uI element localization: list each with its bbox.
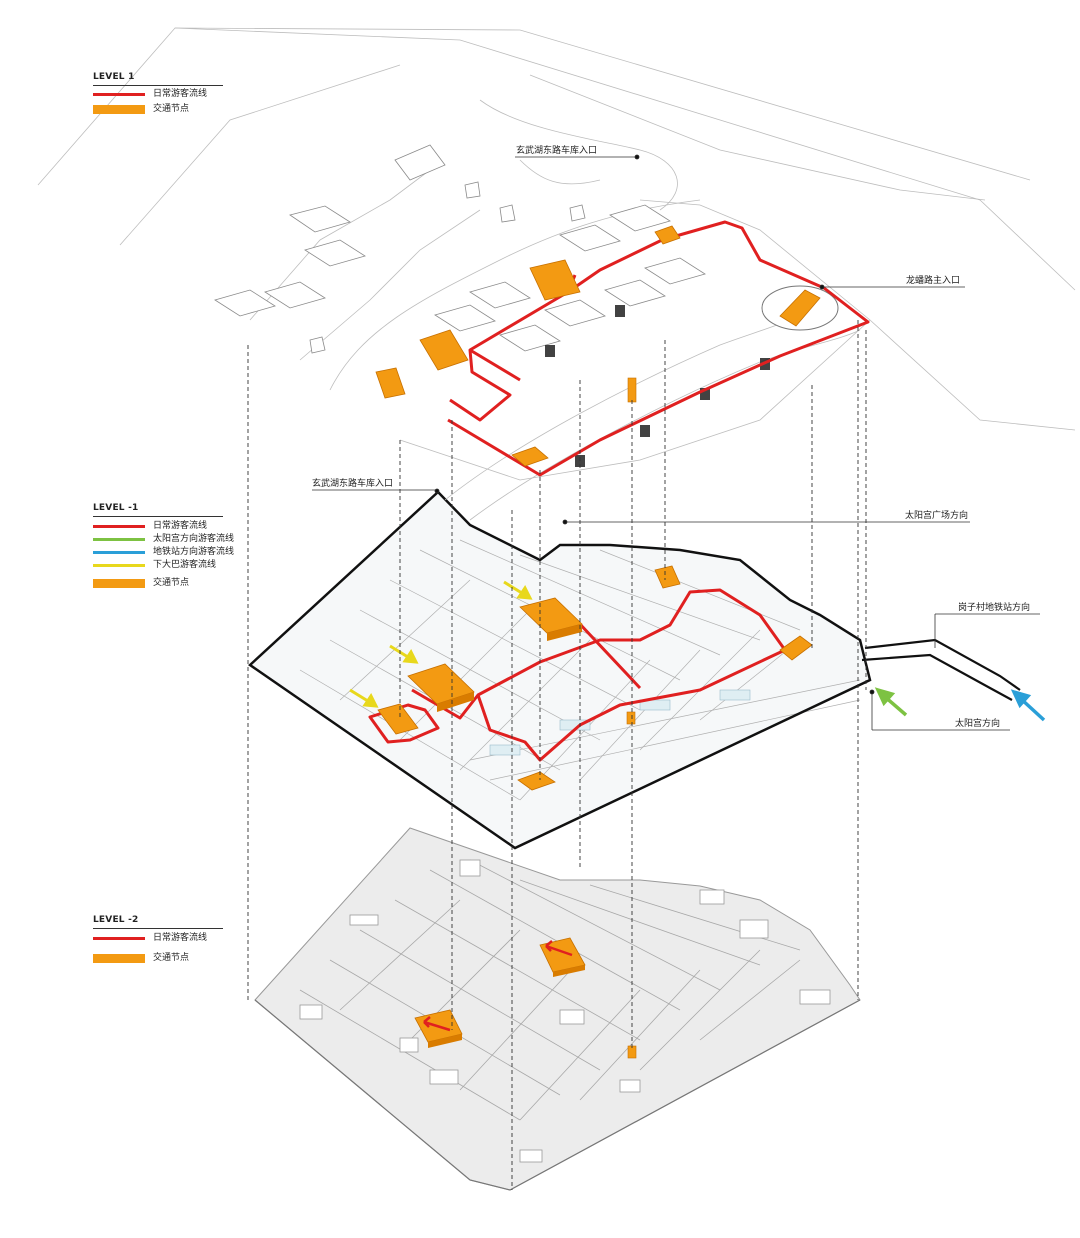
legend-label: 日常游客流线: [153, 521, 208, 531]
annotation-sun-palace-square-direction: 太阳宫广场方向: [905, 511, 969, 521]
legend-swatch-orange-box: [93, 954, 145, 963]
annotation-xuanwu-garage-entrance-b1: 玄武湖东路车库入口: [312, 479, 394, 489]
level-alignment-dashed-lines: [247, 320, 867, 1190]
legend-level-minus1: LEVEL -1 日常游客流线 太阳宫方向游客流线 地铁站方向游客流线 下大巴游…: [93, 503, 243, 593]
legend-swatch-yellow-line: [93, 564, 145, 567]
level-minus2-daily-route-arrows: [423, 940, 573, 1032]
legend-level-minus2-title: LEVEL -2: [93, 915, 139, 925]
legend-label: 交通节点: [153, 953, 190, 963]
legend-swatch-green-line: [93, 538, 145, 541]
legend-level-minus1-title: LEVEL -1: [93, 503, 139, 513]
legend-label: 日常游客流线: [153, 933, 208, 943]
legend-level-minus2: LEVEL -2 日常游客流线 交通节点: [93, 915, 233, 965]
legend-swatch-red-line: [93, 93, 145, 96]
metro-route-arrow: [1010, 689, 1046, 722]
level-minus1-transport-nodes: [377, 565, 813, 791]
legend-swatch-orange-box: [93, 579, 145, 588]
level-minus2-plan: [254, 827, 861, 1191]
legend-label: 太阳宫方向游客流线: [153, 534, 235, 544]
annotation-longfan-main-entrance: 龙蟠路主入口: [906, 276, 961, 286]
legend-swatch-orange-box: [93, 105, 145, 114]
legend-label: 交通节点: [153, 578, 190, 588]
legend-level1-title: LEVEL 1: [93, 72, 135, 82]
legend-level1-rule: [93, 85, 223, 86]
sun-palace-route-arrow: [874, 687, 908, 717]
legend-swatch-red-line: [93, 937, 145, 940]
legend-label: 日常游客流线: [153, 89, 208, 99]
annotation-xuanwu-garage-entrance-level1: 玄武湖东路车库入口: [516, 146, 598, 156]
level-minus1-bus-route-arrows: [349, 580, 533, 708]
legend-level-minus2-rule: [93, 928, 223, 929]
legend-label: 下大巴游客流线: [153, 560, 217, 570]
level-minus1-plan: [248, 490, 1021, 850]
legend-level1: LEVEL 1 日常游客流线 交通节点: [93, 72, 233, 122]
legend-label: 交通节点: [153, 104, 190, 114]
level1-transport-nodes: [375, 225, 821, 467]
legend-swatch-red-line: [93, 525, 145, 528]
annotation-gangzicun-metro-direction: 岗子村地铁站方向: [958, 603, 1031, 613]
legend-swatch-blue-line: [93, 551, 145, 554]
level1-site-plan: [37, 27, 1076, 521]
callout-leaders: [312, 154, 1040, 731]
annotation-sun-palace-direction: 太阳宫方向: [955, 719, 1001, 729]
legend-level-minus1-rule: [93, 516, 223, 517]
level1-daily-route: [447, 220, 870, 477]
legend-label: 地铁站方向游客流线: [153, 547, 235, 557]
